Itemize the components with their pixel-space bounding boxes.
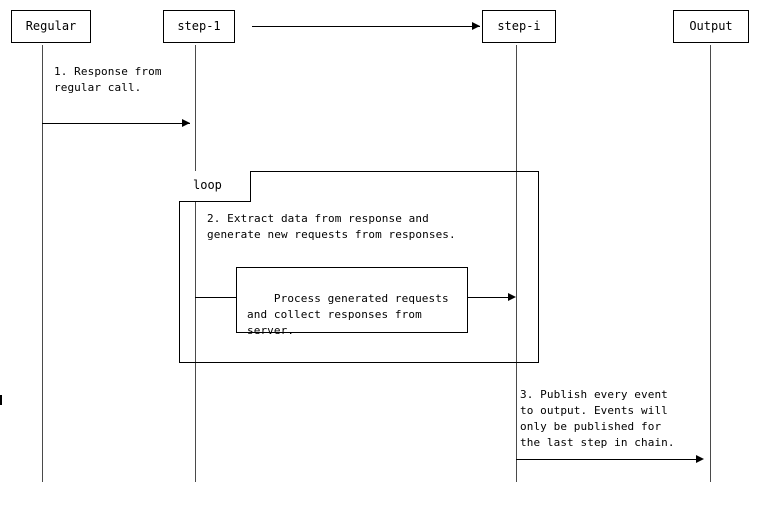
loop-body-note-text: 2. Extract data from response and genera… xyxy=(207,212,456,241)
participant-box-output[interactable]: Output xyxy=(673,10,749,43)
participant-label-output: Output xyxy=(689,19,733,33)
message-arrowhead-chain-link xyxy=(472,22,480,30)
participant-label-step-1: step-1 xyxy=(177,19,221,33)
loop-fragment-label: loop xyxy=(193,178,222,192)
participant-label-regular: Regular xyxy=(25,19,77,33)
left-edge-artifact xyxy=(0,395,2,405)
message-label-response-from-regular: 1. Response from regular call. xyxy=(54,65,162,94)
loop-fragment-frame xyxy=(179,171,539,363)
message-line-response-from-regular xyxy=(42,123,190,124)
participant-box-regular[interactable]: Regular xyxy=(11,10,91,43)
activity-note-process-generated-requests[interactable]: Process generated requests and collect r… xyxy=(236,267,468,337)
participant-label-step-i: step-i xyxy=(497,19,541,33)
message-line-process-generated-left xyxy=(195,297,237,298)
lifeline-step-i xyxy=(516,45,517,482)
loop-fragment-label-box[interactable]: loop xyxy=(179,171,251,202)
participant-box-step-i[interactable]: step-i xyxy=(482,10,556,43)
message-arrowhead-process-generated xyxy=(508,293,516,301)
message-line-process-generated-right xyxy=(468,297,508,298)
message-arrowhead-publish-to-output xyxy=(696,455,704,463)
lifeline-step-1 xyxy=(195,45,196,482)
lifeline-regular xyxy=(42,45,43,482)
message-arrowhead-response-from-regular xyxy=(182,119,190,127)
message-label-publish-to-output: 3. Publish every event to output. Events… xyxy=(520,388,675,449)
participant-box-step-1[interactable]: step-1 xyxy=(163,10,235,43)
message-line-publish-to-output xyxy=(516,459,702,460)
lifeline-output xyxy=(710,45,711,482)
activity-note-text: Process generated requests and collect r… xyxy=(247,292,449,337)
message-line-chain-link xyxy=(252,26,480,27)
